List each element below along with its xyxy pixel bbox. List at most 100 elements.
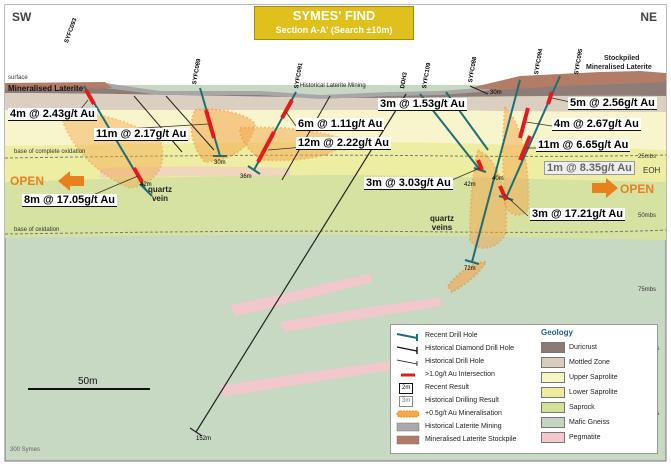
title-sub: Section A-A' (Search ±10m) bbox=[275, 25, 393, 35]
pegmatite-body-2 bbox=[280, 298, 442, 332]
legend-swatch bbox=[541, 432, 565, 443]
legend-label: Saprock bbox=[569, 404, 595, 411]
corner-right: NE bbox=[640, 10, 657, 24]
surface-label: surface bbox=[8, 75, 28, 81]
legend-item-recent-hole: Recent Drill Hole bbox=[395, 329, 541, 342]
legend-item-swatch: Historical Laterite Mining bbox=[395, 420, 541, 433]
intersection-4 bbox=[256, 131, 276, 163]
intersection-1 bbox=[84, 89, 96, 105]
legend-symbol-mineralisation bbox=[395, 409, 421, 419]
intersection-2 bbox=[204, 109, 216, 139]
legend-label: Historical Diamond Drill Hole bbox=[425, 345, 515, 352]
title-box: SYMES' FIND Section A-A' (Search ±10m) bbox=[254, 6, 414, 40]
open-left-label: OPEN bbox=[10, 174, 45, 188]
legend-label: Pegmatite bbox=[569, 434, 601, 441]
legend-geology-mafic-gneiss: Mafic Gneiss bbox=[541, 415, 655, 430]
legend-geology-upper-saprolite: Upper Saprolite bbox=[541, 370, 655, 385]
legend-badge: 2m bbox=[399, 382, 414, 394]
open-arrow-right bbox=[592, 178, 618, 198]
depth-25: 25mbs bbox=[638, 154, 657, 160]
drill-hole-syfc094[interactable] bbox=[471, 79, 521, 263]
legend-symbol-diamond-hole bbox=[395, 344, 421, 354]
legend-geology-lower-saprolite: Lower Saprolite bbox=[541, 385, 655, 400]
historical-laterite-mining-area bbox=[5, 80, 520, 99]
legend-item-hist-result: 3m Historical Drilling Result bbox=[395, 394, 541, 407]
result-4m-2-67: 4m @ 2.67g/t Au bbox=[552, 118, 641, 131]
legend-label: Lower Saprolite bbox=[569, 389, 618, 396]
result-3m-3-03: 3m @ 3.03g/t Au bbox=[364, 177, 453, 190]
legend-symbol-hist-result: 3m bbox=[395, 395, 421, 407]
legend-label: Historical Drill Hole bbox=[425, 358, 485, 365]
drill-hole-ddh3[interactable] bbox=[195, 93, 407, 433]
hole-end-syfc093: 42m bbox=[140, 182, 152, 188]
mineralisation-zone-3 bbox=[238, 126, 347, 162]
legend-swatch bbox=[541, 402, 565, 413]
legend-label: >1.0g/t Au Intersection bbox=[425, 371, 495, 378]
historical-drill-hole-2 bbox=[165, 95, 215, 151]
mineralisation-zone-6 bbox=[446, 260, 488, 294]
legend-geology-duricrust: Duricrust bbox=[541, 340, 655, 355]
legend-label: Upper Saprolite bbox=[569, 374, 618, 381]
base-complete-oxidation-line bbox=[4, 154, 667, 159]
legend-swatch bbox=[541, 357, 565, 368]
stockpiled-label: Stockpiled bbox=[604, 55, 640, 62]
depth-50: 50mbs bbox=[638, 213, 657, 219]
intersection-5 bbox=[132, 167, 144, 183]
legend-label: Historical Drilling Result bbox=[425, 397, 499, 404]
stockpiled-laterite-label: Mineralised Laterite bbox=[586, 64, 652, 71]
legend-label: Mineralised Laterite Stockpile bbox=[425, 436, 517, 443]
hole-end-syfc095: 72m bbox=[464, 266, 476, 272]
legend-label: Recent Drill Hole bbox=[425, 332, 478, 339]
historical-laterite-mining-label: Historical Laterite Mining bbox=[300, 83, 366, 89]
result-11m-6-65: 11m @ 6.65g/t Au bbox=[536, 139, 631, 152]
legend-label: Duricrust bbox=[569, 344, 598, 351]
historical-drill-hole-1 bbox=[133, 95, 183, 153]
intersection-9 bbox=[476, 159, 484, 171]
historical-drill-hole-4 bbox=[469, 85, 489, 95]
intersection-7 bbox=[518, 107, 530, 139]
eoh-label: EOH bbox=[643, 166, 661, 175]
intersection-3 bbox=[280, 99, 294, 119]
hole-end-syfc088: 42m bbox=[464, 182, 476, 188]
result-3m-1-53: 3m @ 1.53g/t Au bbox=[378, 98, 467, 111]
pegmatite-body-3 bbox=[220, 360, 402, 396]
open-arrow-left bbox=[58, 171, 84, 191]
legend-geology-mottled-zone: Mottled Zone bbox=[541, 355, 655, 370]
result-12m-2-22: 12m @ 2.22g/t Au bbox=[296, 137, 392, 150]
intersection-8 bbox=[518, 135, 532, 161]
legend-swatch bbox=[541, 372, 565, 383]
result-1m-8-35: 1m @ 8.35g/t Au bbox=[544, 161, 635, 175]
legend-symbol-swatch bbox=[395, 422, 421, 432]
result-8m-17-05: 8m @ 17.05g/t Au bbox=[22, 194, 118, 207]
result-11m-2-17: 11m @ 2.17g/t Au bbox=[94, 128, 189, 141]
copyright: 300 Symes bbox=[10, 447, 41, 453]
base-complete-oxidation-label: base of complete oxidation bbox=[14, 149, 86, 155]
legend-geology-title: Geology bbox=[541, 328, 574, 337]
legend-label: Mottled Zone bbox=[569, 359, 610, 366]
base-oxidation-line bbox=[4, 229, 667, 235]
intersection-6 bbox=[546, 91, 554, 105]
hole-end-syfc089: 30m bbox=[214, 160, 226, 166]
hole-end-syfc094: 40m bbox=[492, 176, 504, 182]
legend-item-intersection: >1.0g/t Au Intersection bbox=[395, 368, 541, 381]
corner-left: SW bbox=[12, 10, 32, 24]
legend-geology-pegmatite: Pegmatite bbox=[541, 430, 655, 445]
legend-badge: 3m bbox=[399, 395, 414, 407]
legend-swatch bbox=[541, 342, 565, 353]
legend-item-mineralisation: +0.5g/t Au Mineralisation bbox=[395, 407, 541, 420]
result-4m-2-43: 4m @ 2.43g/t Au bbox=[8, 108, 97, 121]
title-main: SYMES' FIND bbox=[292, 8, 376, 23]
intersection-10 bbox=[498, 185, 508, 201]
legend-label: Mafic Gneiss bbox=[569, 419, 610, 426]
legend-geology-saprock: Saprock bbox=[541, 400, 655, 415]
mineralisation-zone-1 bbox=[190, 108, 257, 164]
legend-item-swatch: Mineralised Laterite Stockpile bbox=[395, 433, 541, 446]
legend-symbol-intersection bbox=[395, 370, 421, 380]
result-5m-2-56: 5m @ 2.56g/t Au bbox=[568, 97, 657, 110]
mottled-zone-layer bbox=[5, 92, 666, 112]
